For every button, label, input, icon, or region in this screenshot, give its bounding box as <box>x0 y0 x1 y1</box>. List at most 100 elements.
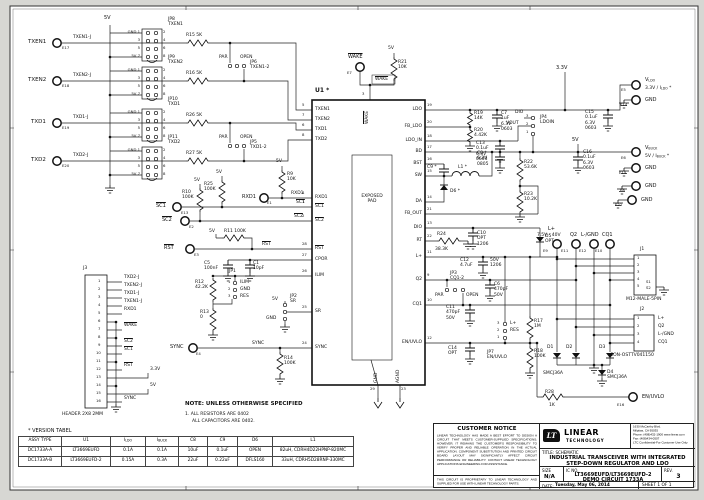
jp4-vout-net: VOUT <box>506 121 519 126</box>
jp1-pin2-num: 2 <box>228 286 231 291</box>
jp7-ref: JP7 EN/UVLO <box>487 350 507 361</box>
customer-notice-body: LINEAR TECHNOLOGY HAS MADE A BEST EFFORT… <box>437 434 537 466</box>
terminal-e10-id: E10 <box>595 248 603 253</box>
u1-pin1-name: SC1 <box>315 203 324 209</box>
j3-5v-label: 5V <box>150 383 156 388</box>
j2-pin1-num: 1 <box>637 314 640 320</box>
vt-h-d6: D6 <box>237 436 273 447</box>
terminal-sync-label: SYNC <box>170 344 184 350</box>
vldo-val-sub: LDO <box>660 86 668 91</box>
terminal-gnd14-label: GND <box>645 97 657 103</box>
j2-pin4-name: CQ1 <box>658 339 668 345</box>
terminal-txd1-label: TXD1 <box>31 119 46 125</box>
u1-pin12-num: 12 <box>427 335 432 340</box>
smcj36a-label: SMCJ36A <box>543 371 564 376</box>
date-value: Tuesday, May 06, 2014 <box>555 483 610 488</box>
proprietary-cell: THIS CIRCUIT IS PROPRIETARY TO LINEAR TE… <box>434 475 540 489</box>
net-sc2: SC2 <box>294 214 303 219</box>
u1-pin3-name: WAKE <box>365 110 370 124</box>
logo-sub: TECHNOLOGY <box>566 438 605 443</box>
terminal-txen2-label: TXEN2 <box>28 77 47 83</box>
r14-label: R14 100K <box>284 356 296 367</box>
vldo-val: 3.3V / I <box>645 86 661 91</box>
jp5-open-label: OPEN <box>240 135 253 140</box>
terminal-e4-id: E4 <box>196 351 201 356</box>
terminal-q2-label: Q2 <box>570 232 578 238</box>
j3-pin6-num: 6 <box>98 317 101 323</box>
u1-pin21-name: FB_OUT <box>404 210 422 216</box>
u1-pin26-name: ILIM <box>315 272 325 278</box>
vt-h-ibuck: IBUCK <box>145 436 179 447</box>
jp7-pin3-num: 3 <box>497 320 500 325</box>
r24-val: 38.3K <box>435 247 448 252</box>
terminal-rxd1-label: RXD1 <box>242 194 256 200</box>
terminal-e5-id: E5 <box>621 87 626 92</box>
terminal-e15-id: E15 <box>619 170 627 175</box>
jp2-ref: JP2 SR <box>290 294 297 305</box>
u1-pin25-name: SR <box>315 308 321 314</box>
u1-pin5-num: 5 <box>302 102 305 107</box>
jp4-dio-net: DIO <box>515 110 524 115</box>
u1-pin29-num: 29 <box>370 386 375 391</box>
r21-5v-label: 5V <box>388 46 394 51</box>
net-txen2j: TXEN2-J <box>73 73 92 78</box>
r18-label: R18 100K <box>534 349 546 360</box>
proprietary-text: THIS CIRCUIT IS PROPRIETARY TO LINEAR TE… <box>437 478 537 486</box>
u1-pin12-name: EN/UVLO <box>402 339 422 345</box>
u1-pin18-num: 18 <box>427 133 432 138</box>
j3-pin15-num: 15 <box>96 389 101 395</box>
j3-net-txd2j: TXD2-J <box>124 275 140 280</box>
version-table: ASSY TYPE U1 ILDO IBUCK C8 C9 D6 L1 DC17… <box>18 436 354 467</box>
u1-pin22-num: 22 <box>427 233 432 238</box>
terminal-e8-id: E8 <box>620 187 625 192</box>
icno-label: IC NO. <box>566 468 579 473</box>
u1-pin4-num: 4 <box>302 190 305 195</box>
j2-pin4-num: 4 <box>637 338 640 344</box>
date-divider <box>638 482 639 489</box>
vt-a-c8: 10uF <box>178 446 208 457</box>
r25-5v-label: 5V <box>216 170 222 175</box>
address-cell: 1630 McCarthy Blvd. Milpitas, CA 95035 P… <box>630 424 695 449</box>
jp8-row4l: 5V 7 <box>131 53 140 58</box>
icno-cell: IC NO. LT3669EUFD/LT3669EUFD-2 DEMO CIRC… <box>564 467 662 483</box>
vt-b-u1: LT3669EUFD-2 <box>61 456 111 467</box>
terminal-e6-id: E6 <box>621 155 626 160</box>
terminal-sc2-label: SC2 <box>162 217 172 223</box>
jp9-row1l: GND 1 <box>127 67 140 72</box>
jp1-pin1-num: 1 <box>228 279 231 284</box>
size-value: N/A <box>544 474 555 480</box>
c14-label: C14 OPT <box>448 346 458 357</box>
u1-pin20-name: FB_LDO <box>404 123 422 129</box>
u1-pin7-num: 7 <box>302 112 305 117</box>
terminal-e3-id: E3 <box>194 252 199 257</box>
jp6-ref: JP6 TXEN1-2 <box>250 60 270 71</box>
c5-label: C5 100nF <box>204 261 219 272</box>
j1-pin1-num: 1 <box>637 254 640 260</box>
vt-h-u1: U1 <box>61 436 111 447</box>
c9-label: C9 * <box>427 165 437 170</box>
r22-label: R22 53.6K <box>524 160 537 171</box>
u1-pin20-num: 20 <box>427 119 432 124</box>
u1-pin18-name: LDO_IN <box>405 137 422 143</box>
u1-pin8-name: TXD2 <box>315 136 328 142</box>
vt-a-c9: 0.1uF <box>207 446 238 457</box>
vt-b-ibuck: 0.3A <box>145 456 179 467</box>
jp10-row2r: 4 <box>163 117 166 122</box>
terminal-enuvlo-label: EN/UVLO <box>642 394 665 400</box>
j3-pin7-num: 7 <box>98 325 101 331</box>
r16-label: R16 5K <box>186 71 203 76</box>
u1-ref: U1 * <box>315 87 330 94</box>
jp6-open-label: OPEN <box>240 55 253 60</box>
j1-pin4-num: 4 <box>637 275 640 281</box>
j3-net-sc2: SC2 <box>124 339 133 344</box>
j1-pin2-num: 2 <box>637 261 640 267</box>
jp8-row3l: 5 <box>137 45 140 50</box>
jp2-5v-label: 5V <box>272 297 278 302</box>
terminal-rst-label: RST <box>164 245 174 251</box>
terminal-vldo-label: VLDO <box>645 77 655 83</box>
j1-pin5-num: 5 <box>637 282 640 288</box>
jp10-row1l: GND 1 <box>127 109 140 114</box>
ic-number: LT3669EUFD/LT3669EUFD-2 <box>574 471 652 478</box>
u1-pin15-name: SW <box>414 172 422 178</box>
